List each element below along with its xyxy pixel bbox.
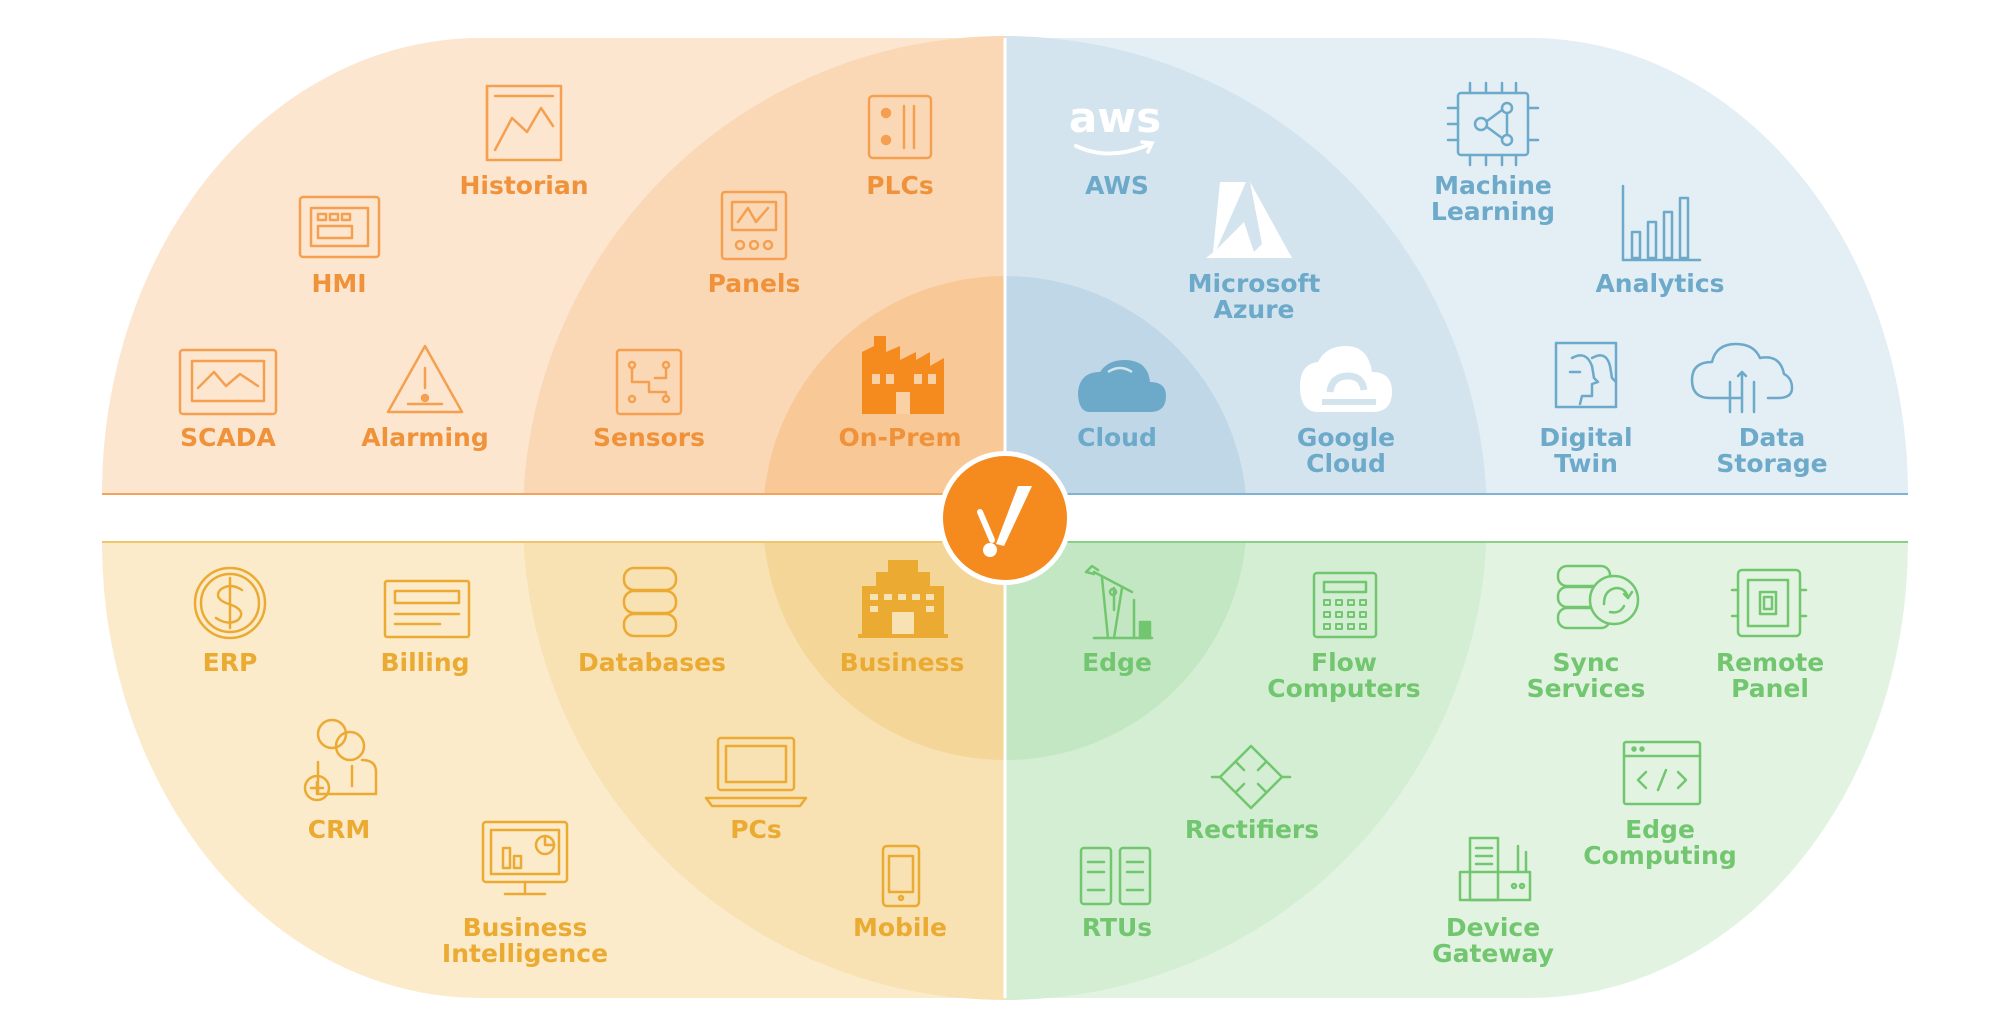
label-hmi: HMI bbox=[311, 269, 366, 298]
device-gateway-icon bbox=[1458, 836, 1532, 902]
machine-learning-icon bbox=[1446, 81, 1540, 167]
label-scada: SCADA bbox=[180, 423, 276, 452]
label-business-bi: Business bbox=[463, 913, 588, 942]
business-intelligence-icon bbox=[481, 820, 569, 896]
label-twin: Twin bbox=[1554, 449, 1618, 478]
label-storage: Storage bbox=[1716, 449, 1827, 478]
label-crm: CRM bbox=[308, 815, 370, 844]
sensor-icon bbox=[615, 348, 683, 416]
scada-icon bbox=[178, 348, 278, 416]
oil-pump-icon bbox=[1084, 564, 1154, 640]
remote-panel-icon bbox=[1730, 568, 1808, 638]
rtu-icon bbox=[1079, 846, 1152, 906]
label-on-prem: On-Prem bbox=[838, 423, 961, 452]
azure-icon bbox=[1206, 182, 1292, 262]
cloud-icon bbox=[1078, 360, 1166, 412]
svg-text:aws: aws bbox=[1069, 93, 1161, 142]
label-cloud: Cloud bbox=[1077, 423, 1157, 452]
label-mobile: Mobile bbox=[853, 913, 947, 942]
label-gateway: Gateway bbox=[1432, 939, 1554, 968]
label-flow: Flow bbox=[1311, 648, 1377, 677]
label-machine: Machine bbox=[1434, 171, 1552, 200]
quadrant-top-left-background bbox=[102, 36, 1005, 495]
panel-icon bbox=[720, 190, 788, 261]
aws-icon: aws bbox=[1069, 93, 1161, 156]
analytics-icon bbox=[1621, 184, 1702, 262]
label-azure: Azure bbox=[1214, 295, 1295, 324]
label-aws: AWS bbox=[1085, 171, 1149, 200]
label-plcs: PLCs bbox=[866, 171, 933, 200]
flow-computer-icon bbox=[1312, 571, 1378, 639]
label-device: Device bbox=[1446, 913, 1540, 942]
label-intelligence: Intelligence bbox=[442, 939, 608, 968]
label-learning: Learning bbox=[1431, 197, 1555, 226]
center-badge bbox=[938, 451, 1072, 585]
label-digital: Digital bbox=[1539, 423, 1632, 452]
label-erp: ERP bbox=[203, 648, 258, 677]
label-services: Services bbox=[1527, 674, 1646, 703]
label-analytics: Analytics bbox=[1595, 269, 1724, 298]
digital-twin-icon bbox=[1554, 341, 1618, 409]
business-building-icon bbox=[858, 560, 948, 638]
laptop-icon bbox=[704, 736, 808, 808]
label-sensors: Sensors bbox=[593, 423, 705, 452]
label-computers: Computers bbox=[1267, 674, 1420, 703]
database-icon bbox=[622, 566, 678, 638]
label-data: Data bbox=[1739, 423, 1805, 452]
quadrant-bottom-right-background bbox=[1005, 541, 1908, 1000]
google-cloud-icon bbox=[1300, 346, 1392, 412]
label-rtus: RTUs bbox=[1082, 913, 1152, 942]
alarm-icon bbox=[386, 344, 464, 414]
label-microsoft: Microsoft bbox=[1188, 269, 1321, 298]
dollar-icon bbox=[193, 566, 267, 640]
label-computing: Computing bbox=[1583, 841, 1736, 870]
label-edge: Edge bbox=[1082, 648, 1152, 677]
hmi-icon bbox=[298, 195, 381, 259]
label-panels: Panels bbox=[708, 269, 801, 298]
label-google: Google bbox=[1297, 423, 1395, 452]
billing-icon bbox=[383, 579, 471, 639]
factory-icon bbox=[862, 336, 944, 414]
label-business: Business bbox=[840, 648, 965, 677]
mobile-icon bbox=[881, 844, 921, 908]
crm-icon bbox=[303, 718, 378, 802]
label-databases: Databases bbox=[578, 648, 726, 677]
label-panel: Panel bbox=[1731, 674, 1809, 703]
sync-services-icon bbox=[1556, 564, 1640, 630]
edge-computing-icon bbox=[1622, 740, 1702, 806]
label-alarming: Alarming bbox=[361, 423, 488, 452]
label-edge-computing: Edge bbox=[1625, 815, 1695, 844]
rectifier-icon bbox=[1210, 744, 1292, 810]
label-remote: Remote bbox=[1716, 648, 1824, 677]
exclamation-icon bbox=[977, 486, 1032, 557]
quadrant-bottom-left-background bbox=[102, 541, 1005, 1000]
label-billing: Billing bbox=[380, 648, 469, 677]
label-google-cloud: Cloud bbox=[1306, 449, 1386, 478]
label-pcs: PCs bbox=[730, 815, 782, 844]
data-storage-icon bbox=[1690, 342, 1794, 414]
historian-icon bbox=[485, 84, 563, 162]
label-historian: Historian bbox=[459, 171, 588, 200]
plc-icon bbox=[867, 94, 933, 160]
label-rectifiers: Rectifiers bbox=[1185, 815, 1319, 844]
label-sync: Sync bbox=[1553, 648, 1620, 677]
